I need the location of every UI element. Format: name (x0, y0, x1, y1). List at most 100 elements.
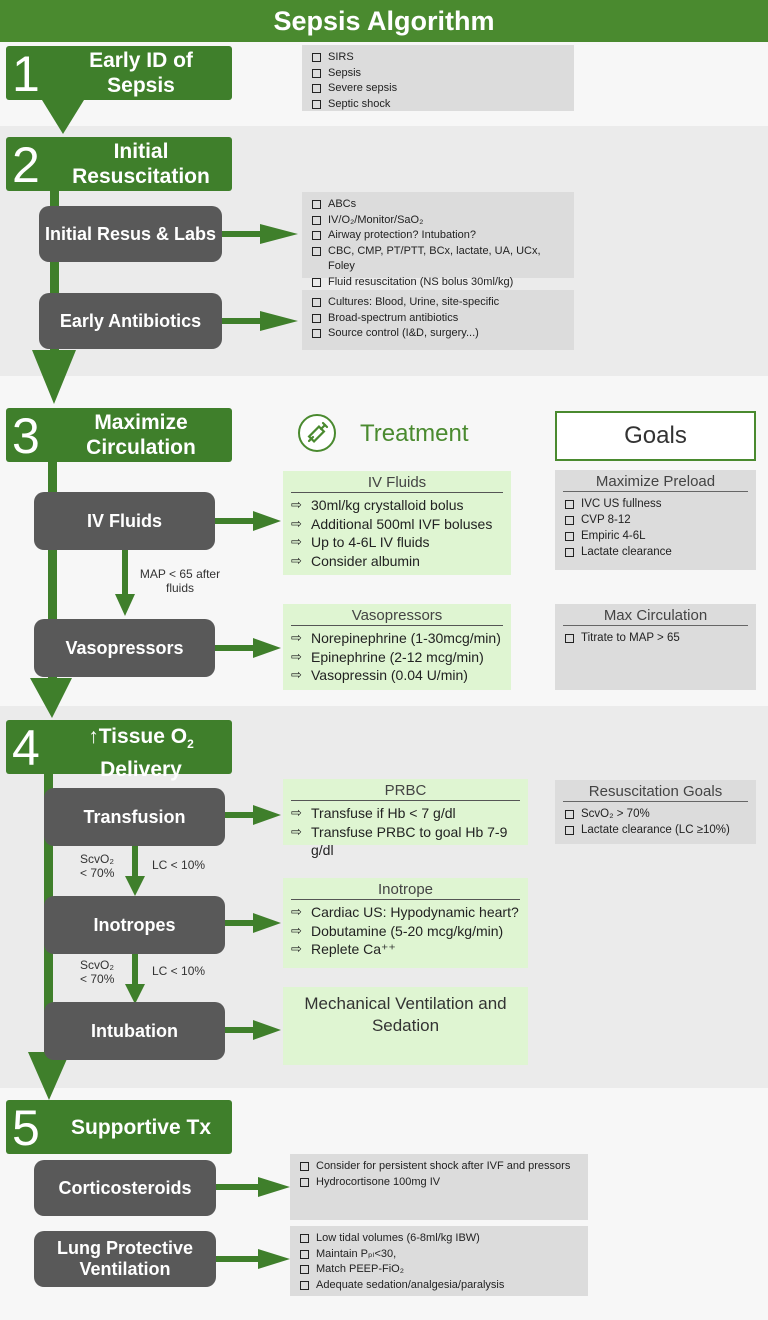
checklist-item: Hydrocortisone 100mg IV (298, 1175, 580, 1191)
step-4-box: 4 ↑Tissue O2 Delivery (6, 720, 232, 781)
arrow-step2-to-3 (32, 350, 76, 404)
goal-item: Empiric 4-6L (563, 528, 748, 544)
step-5-box: 5 Supportive Tx (6, 1100, 232, 1156)
syringe-icon (298, 414, 336, 452)
transfusion-node: Transfusion (44, 788, 225, 846)
vasopressors-treatment: Vasopressors Norepinephrine (1-30mcg/min… (283, 604, 511, 690)
spine-step3 (48, 458, 57, 680)
resuscitation-goals: Resuscitation Goals ScvO₂ > 70% Lactate … (555, 780, 756, 844)
treatment-item: Transfuse if Hb < 7 g/dl (291, 804, 520, 823)
treatment-header: Vasopressors (291, 607, 503, 626)
checklist-item: Fluid resuscitation (NS bolus 30ml/kg) (310, 275, 566, 291)
treatment-header: Inotrope (291, 881, 520, 900)
checklist-item: Match PEEP-FiO₂ (298, 1262, 580, 1278)
treatment-item: Consider albumin (291, 552, 503, 571)
treatment-item: Norepinephrine (1-30mcg/min) (291, 629, 503, 648)
lung-protective-node: Lung Protective Ventilation (34, 1231, 216, 1287)
goal-item: Lactate clearance (LC ≥10%) (563, 822, 748, 838)
treatment-item: Transfuse PRBC to goal Hb 7-9 g/dl (291, 823, 520, 860)
lung-protective-checklist: Low tidal volumes (6-8ml/kg IBW) Maintai… (290, 1226, 588, 1296)
antibiotics-checklist: Cultures: Blood, Urine, site-specific Br… (302, 290, 574, 350)
step-title-subscript: 2 (187, 737, 194, 752)
checklist-item: Maintain Pₚₗ<30, (298, 1247, 580, 1263)
treatment-item: Vasopressin (0.04 U/min) (291, 666, 503, 685)
step-number: 4 (12, 720, 40, 776)
step-2-box: 2 Initial Resuscitation (6, 137, 232, 193)
arrow-shaft-intubation (225, 1027, 255, 1033)
max-circulation-goals: Max Circulation Titrate to MAP > 65 (555, 604, 756, 690)
iv-fluids-node: IV Fluids (34, 492, 215, 550)
arrow-shaft-transfusion (225, 812, 255, 818)
goal-header: Maximize Preload (563, 473, 748, 492)
arrow-step1-to-2 (42, 100, 84, 134)
step-number: 2 (12, 137, 40, 193)
page-title: Sepsis Algorithm (0, 0, 768, 42)
checklist-item: IV/O₂/Monitor/SaO₂ (310, 213, 566, 229)
step-title: Supportive Tx (70, 1115, 212, 1139)
step-title: Maximize Circulation (86, 411, 196, 459)
checklist-item: Adequate sedation/analgesia/paralysis (298, 1278, 580, 1294)
step-title-line2: Delivery (100, 758, 182, 782)
early-antibiotics-node: Early Antibiotics (39, 293, 222, 349)
iv-fluids-treatment: IV Fluids 30ml/kg crystalloid bolus Addi… (283, 471, 511, 575)
checklist-item: CBC, CMP, PT/PTT, BCx, lactate, UA, UCx,… (310, 244, 566, 275)
arrow-shaft-ivfluids (215, 518, 255, 524)
goal-item: CVP 8-12 (563, 512, 748, 528)
vasopressors-node: Vasopressors (34, 619, 215, 677)
preload-goals: Maximize Preload IVC US fullness CVP 8-1… (555, 470, 756, 570)
inotropes-node: Inotropes (44, 896, 225, 954)
checklist-item: Source control (I&D, surgery...) (310, 326, 566, 342)
step-title: Initial Resuscitation (72, 140, 210, 188)
step-number: 1 (12, 46, 40, 102)
checklist-item: Airway protection? Intubation? (310, 228, 566, 244)
checklist-item: Severe sepsis (310, 81, 566, 97)
arrow-transfusion-to-inotropes (132, 846, 138, 878)
map-condition-label: MAP < 65 after fluids (139, 567, 221, 595)
initial-resus-node: Initial Resus & Labs (39, 206, 222, 262)
goal-item: IVC US fullness (563, 496, 748, 512)
arrow-inotropes-to-intubation (132, 954, 138, 986)
arrow-shaft-lungprotective (216, 1256, 260, 1262)
goal-item: Lactate clearance (563, 544, 748, 560)
goal-header: Resuscitation Goals (563, 783, 748, 802)
treatment-item: Epinephrine (2-12 mcg/min) (291, 648, 503, 667)
mechanical-ventilation-box: Mechanical Ventilation and Sedation (283, 987, 528, 1065)
checklist-item: SIRS (310, 50, 566, 66)
step-title: ↑Tissue O2 Delivery (56, 720, 226, 781)
goal-item: Titrate to MAP > 65 (563, 630, 748, 646)
treatment-header: IV Fluids (291, 474, 503, 493)
lc-condition-label: LC < 10% (152, 964, 206, 978)
scvo2-condition-label: ScvO₂ < 70% (80, 958, 115, 986)
checklist-item: Cultures: Blood, Urine, site-specific (310, 295, 566, 311)
treatment-item: Up to 4-6L IV fluids (291, 533, 503, 552)
prbc-treatment: PRBC Transfuse if Hb < 7 g/dl Transfuse … (283, 779, 528, 858)
checklist-item: Sepsis (310, 66, 566, 82)
treatment-heading: Treatment (360, 420, 469, 447)
arrow-shaft-corticosteroids (216, 1184, 260, 1190)
arrow-ivfluids-to-vaso (122, 550, 128, 596)
arrow-step3-to-4 (30, 678, 72, 718)
lc-condition-label: LC < 10% (152, 858, 206, 872)
arrow-step4-to-5 (28, 1052, 70, 1100)
initial-resus-checklist: ABCs IV/O₂/Monitor/SaO₂ Airway protectio… (302, 192, 574, 288)
step-title: Early ID of Sepsis (89, 49, 193, 97)
goal-item: ScvO₂ > 70% (563, 806, 748, 822)
treatment-item: Additional 500ml IVF boluses (291, 515, 503, 534)
treatment-item: Cardiac US: Hypodynamic heart? (291, 903, 520, 922)
corticosteroids-node: Corticosteroids (34, 1160, 216, 1216)
arrow-shaft-inotropes (225, 920, 255, 926)
spine-step2 (50, 190, 59, 352)
step-title-line1: ↑Tissue O (88, 725, 188, 748)
checklist-item: ABCs (310, 197, 566, 213)
scvo2-condition-label: ScvO₂ < 70% (80, 852, 115, 880)
arrow-shaft-antibiotics (222, 318, 262, 324)
step-number: 5 (12, 1100, 40, 1156)
corticosteroids-checklist: Consider for persistent shock after IVF … (290, 1154, 588, 1220)
step-3-box: 3 Maximize Circulation (6, 408, 232, 464)
checklist-item: Low tidal volumes (6-8ml/kg IBW) (298, 1231, 580, 1247)
intubation-node: Intubation (44, 1002, 225, 1060)
inotrope-treatment: Inotrope Cardiac US: Hypodynamic heart? … (283, 878, 528, 968)
step1-checklist: SIRS Sepsis Severe sepsis Septic shock (302, 45, 574, 111)
goals-heading: Goals (555, 411, 756, 461)
treatment-header: PRBC (291, 782, 520, 801)
